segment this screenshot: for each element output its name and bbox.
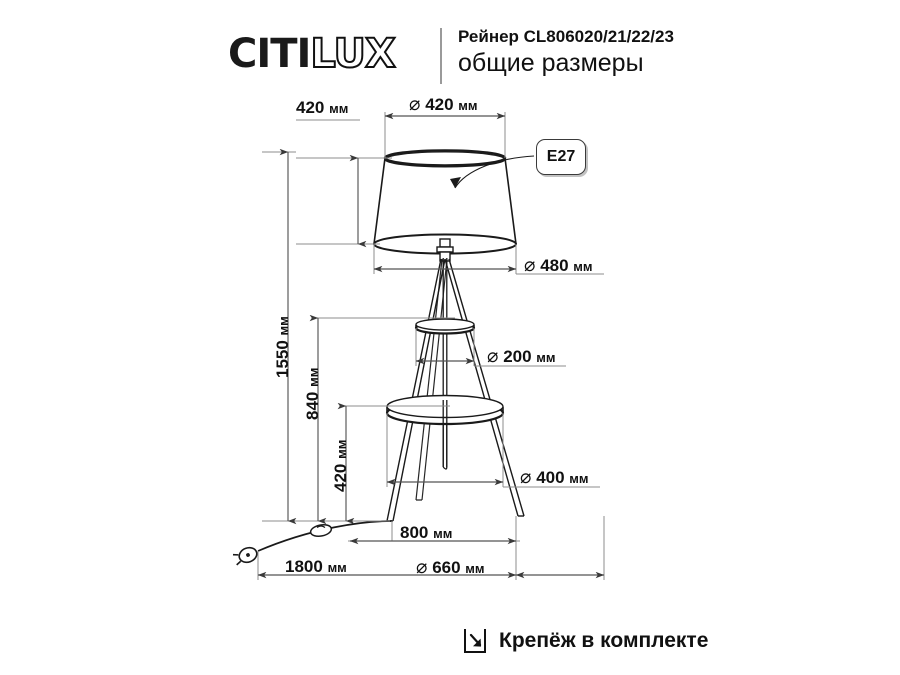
dimension-lines [257, 112, 605, 579]
dim-large-shelf-dia: ⌀ 400 мм [520, 467, 589, 488]
dim-shade-bottom-dia: ⌀ 480 мм [524, 255, 593, 276]
header-title-block: Рейнер CL806020/21/22/23 общие размеры [458, 26, 888, 80]
dim-upper-height: 840 мм [303, 367, 322, 420]
footer-text: Крепёж в комплекте [499, 629, 709, 652]
dim-cord-length: 1800 мм [285, 557, 347, 576]
socket-leader-line [450, 155, 535, 189]
page-title: общие размеры [458, 49, 644, 78]
model-name: Рейнер CL806020/21/22/23 [458, 27, 674, 46]
dim-switch-distance: 800 мм [400, 523, 453, 542]
dim-shade-top-dia: ⌀ 420 мм [409, 94, 478, 115]
socket-badge: E27 [536, 139, 586, 175]
box-arrow-icon [464, 629, 486, 653]
tripod-base [385, 238, 525, 522]
lamp-shade [373, 149, 517, 255]
brand-citi: CITI [228, 31, 311, 77]
header-divider [440, 28, 442, 84]
brand-lux: LUX [309, 31, 396, 77]
dim-small-shelf-dia: ⌀ 200 мм [487, 346, 556, 367]
footer-note: Крепёж в комплекте [462, 628, 708, 654]
header: CITILUX Рейнер CL806020/21/22/23 общие р… [0, 14, 900, 84]
dim-shade-height: 420 мм [296, 98, 349, 117]
dim-total-height: 1550 мм [273, 316, 292, 378]
brand-logo: CITILUX [228, 31, 397, 77]
dim-lower-height: 420 мм [331, 439, 350, 492]
plug-icon [232, 546, 258, 566]
dim-base-dia: ⌀ 660 мм [416, 557, 485, 578]
